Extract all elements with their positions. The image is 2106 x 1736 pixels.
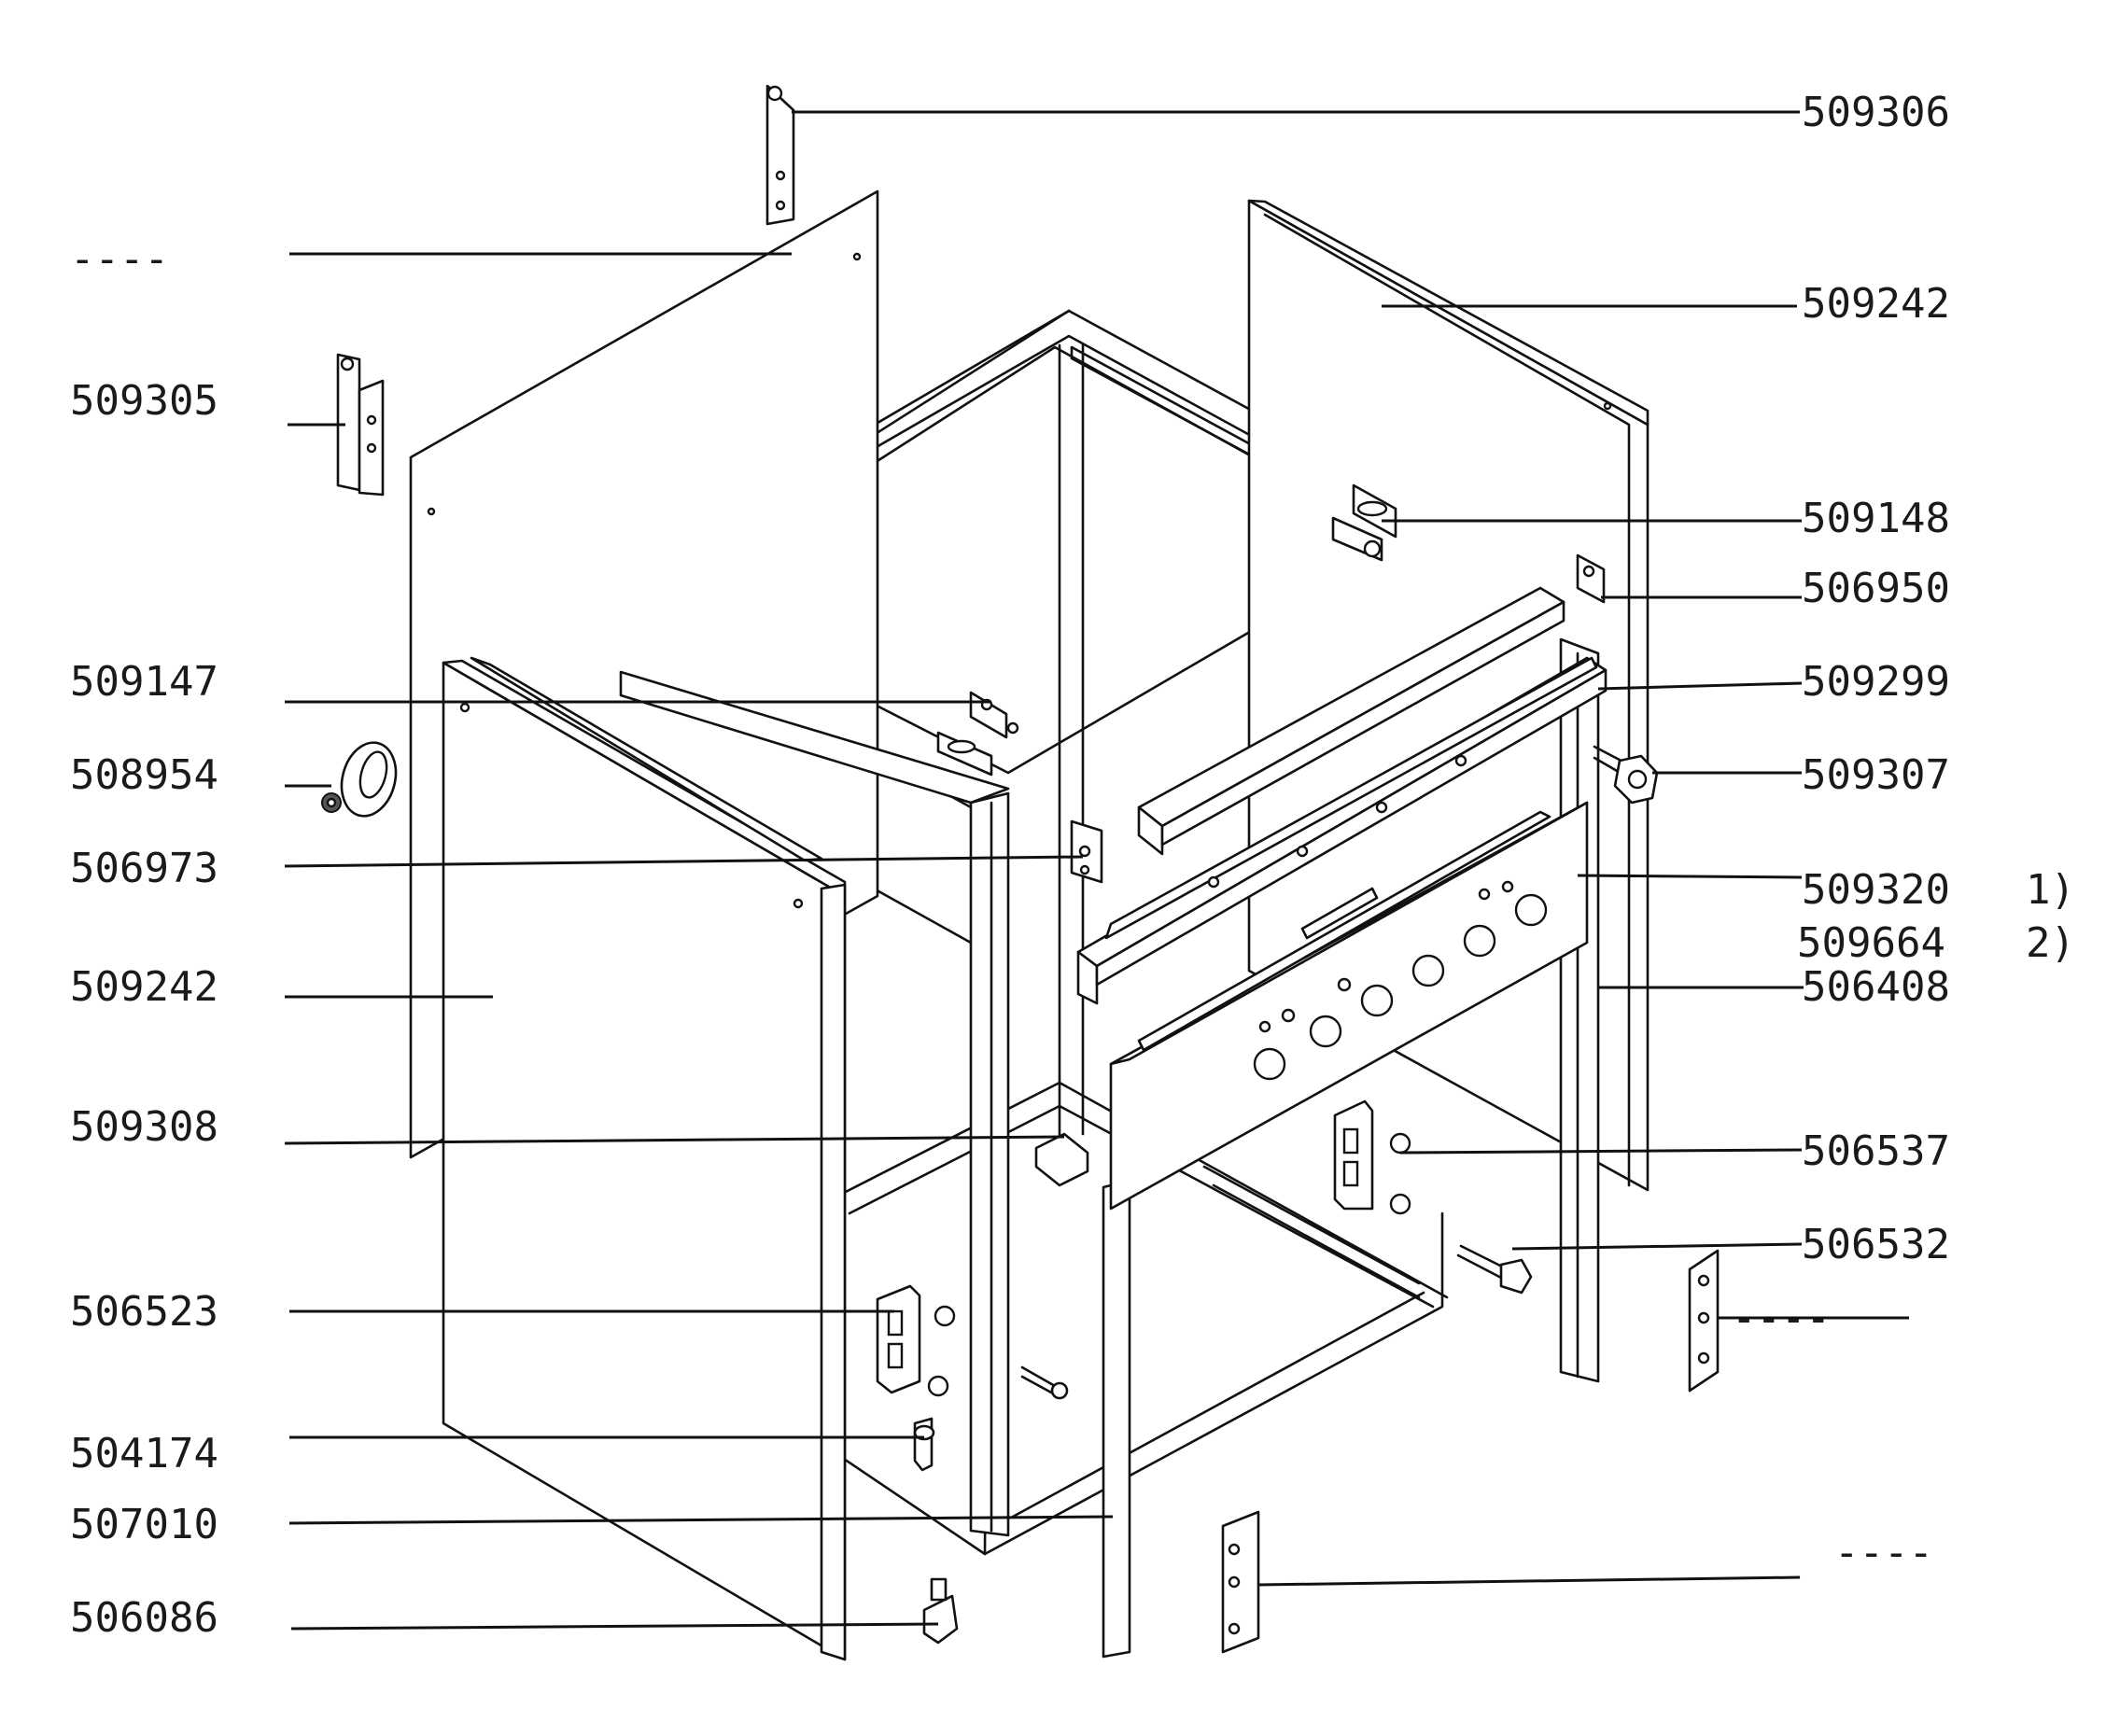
pin-504174 [913, 1417, 935, 1472]
hinge-509305 [336, 353, 385, 497]
label-506532: 506532 [1802, 1221, 1950, 1268]
knob-508954 [321, 741, 398, 818]
label-509148: 509148 [1802, 495, 1950, 542]
hinge-509147 [936, 691, 1019, 777]
label-506408: 506408 [1802, 963, 1950, 1011]
leader-lines [284, 110, 1909, 1631]
label-508954: 508954 [70, 751, 218, 799]
label-509308: 509308 [70, 1103, 218, 1151]
foot-506086 [922, 1577, 959, 1645]
hinge-509306 [765, 84, 795, 226]
bracket-right-lower [1688, 1249, 1720, 1393]
label-509664: 509664 [1797, 919, 1945, 967]
latch-506523 [876, 1284, 956, 1397]
bolt-509307 [1593, 745, 1659, 805]
top-rails [1076, 586, 1608, 1005]
bracket-506950 [1576, 553, 1606, 604]
door-frame [619, 670, 1010, 1537]
label-note-1: 1) [2026, 866, 2075, 914]
part-labels: 509306 ---- 509242 509305 509148 506950 … [70, 89, 2075, 1642]
control-panel [1109, 801, 1589, 1211]
label-506523: 506523 [70, 1288, 218, 1336]
label-509306: 509306 [1802, 89, 1950, 136]
right-vertical-rail [1559, 637, 1600, 1383]
label-507010: 507010 [70, 1501, 218, 1548]
label-dash-bot: ---- [1834, 1529, 1933, 1576]
label-dash-top: ---- [70, 235, 169, 283]
clip-509308 [1034, 1132, 1089, 1187]
label-504174: 504174 [70, 1430, 218, 1477]
hinge-509148 [1331, 483, 1397, 562]
label-509242-left: 509242 [70, 963, 218, 1011]
label-509305: 509305 [70, 377, 218, 425]
label-note-2: 2) [2026, 919, 2075, 967]
label-509147: 509147 [70, 658, 218, 706]
label-509242-right: 509242 [1802, 280, 1950, 328]
label-506086: 506086 [70, 1594, 218, 1642]
screw-506532 [1456, 1244, 1533, 1295]
latch-506537 [1333, 1099, 1411, 1215]
front-vertical-rail [1102, 1179, 1131, 1659]
label-509307: 509307 [1802, 751, 1950, 799]
label-506950: 506950 [1802, 565, 1950, 612]
bracket-bottom [1221, 1510, 1260, 1654]
label-dash-mid: ---- [1732, 1295, 1831, 1342]
label-509299: 509299 [1802, 658, 1950, 706]
bracket-506973 [1070, 819, 1103, 884]
front-door-panel [442, 656, 847, 1661]
label-506973: 506973 [70, 845, 218, 892]
label-506537: 506537 [1802, 1127, 1950, 1175]
small-screw [1020, 1365, 1069, 1400]
label-509320: 509320 [1802, 866, 1950, 914]
